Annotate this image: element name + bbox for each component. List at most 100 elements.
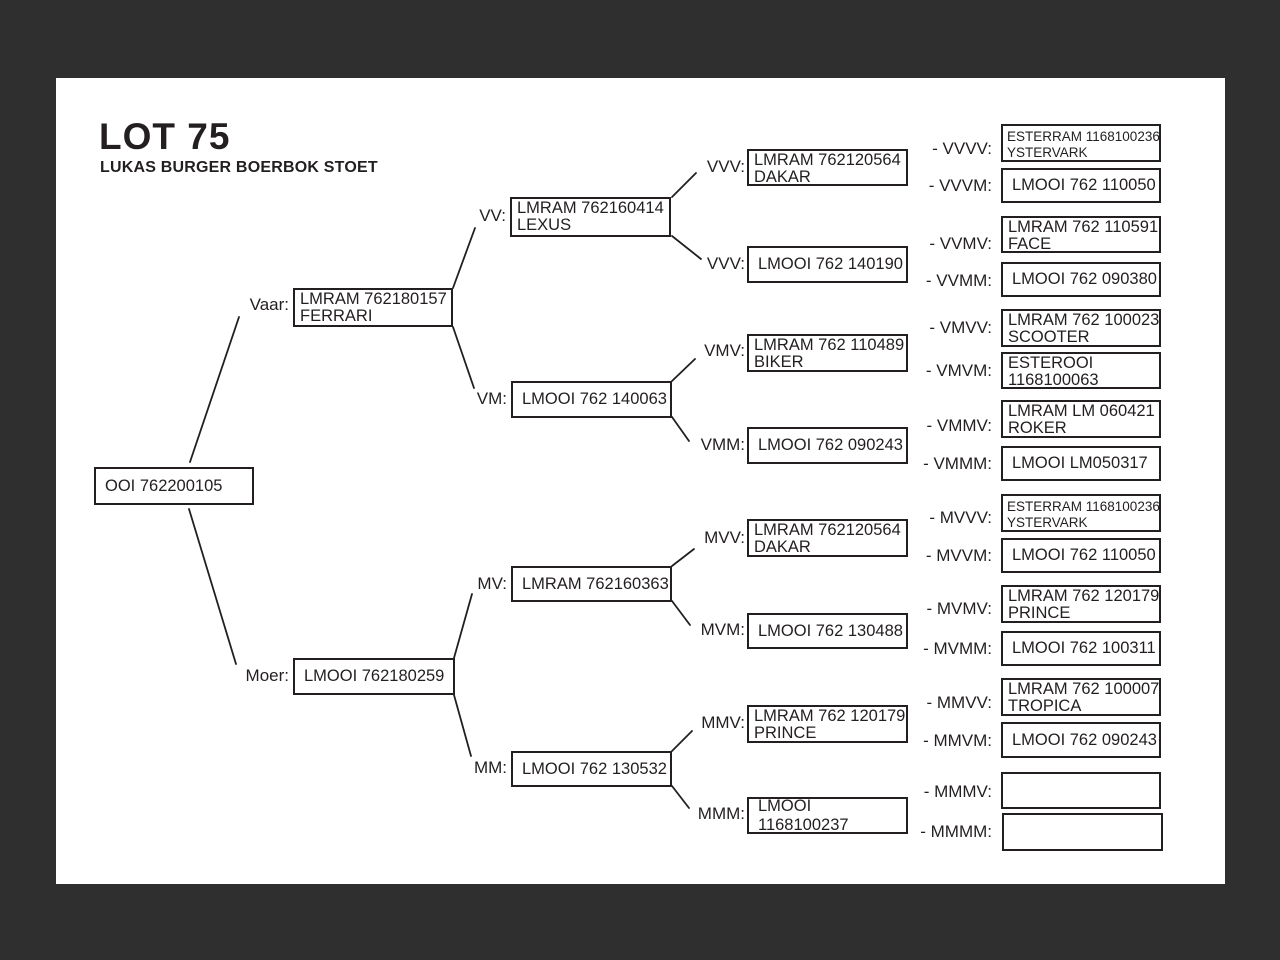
label-vmm: VMM: xyxy=(700,435,745,454)
node-mvvv-id: ESTERRAM 1168100236 xyxy=(1007,499,1160,514)
node-vmvv-id: LMRAM 762 100023 xyxy=(1008,311,1160,329)
node-vm-id: LMOOI 762 140063 xyxy=(522,390,667,408)
label-mvvv: - MVVV: xyxy=(929,508,992,527)
node-mmm-id: LMOOI 1168100237 xyxy=(758,796,849,834)
node-mvmv: LMRAM 762 120179 PRINCE xyxy=(1001,585,1161,623)
node-vmmm-id: LMOOI LM050317 xyxy=(1012,454,1148,472)
node-vmv-id: LMRAM 762 110489 xyxy=(754,336,905,354)
node-vmmv-id: LMRAM LM 060421 xyxy=(1008,402,1155,420)
node-vv-name: LEXUS xyxy=(517,216,572,234)
node-mvvv: ESTERRAM 1168100236 YSTERVARK xyxy=(1001,494,1161,532)
node-vmvv: LMRAM 762 100023 SCOOTER xyxy=(1001,309,1161,347)
node-vvv-dam: LMOOI 762 140190 xyxy=(747,246,908,283)
node-animal-id: OOI 762200105 xyxy=(105,476,223,495)
node-vmmv: LMRAM LM 060421 ROKER xyxy=(1001,400,1161,438)
label-mmvv: - MMVV: xyxy=(926,693,992,712)
label-vvmv: - VVMV: xyxy=(929,234,992,253)
node-vaar-id: LMRAM 762180157 xyxy=(300,290,447,308)
label-mvmm: - MVMM: xyxy=(923,639,992,658)
node-vmvm-name: ESTEROOI xyxy=(1008,354,1094,372)
node-mvmm-id: LMOOI 762 100311 xyxy=(1012,639,1156,657)
stud-name: LUKAS BURGER BOERBOK STOET xyxy=(100,159,378,176)
label-vv: VV: xyxy=(479,206,506,225)
node-vvv-sire-name: DAKAR xyxy=(754,168,811,186)
label-vmvm: - VMVM: xyxy=(925,361,992,380)
node-vvvv: ESTERRAM 1168100236 YSTERVARK xyxy=(1001,124,1161,162)
node-mvm: LMOOI 762 130488 xyxy=(747,613,908,649)
node-vmm: LMOOI 762 090243 xyxy=(747,427,908,464)
node-moer: LMOOI 762180259 xyxy=(293,658,455,695)
node-vvmm: LMOOI 762 090380 xyxy=(1001,262,1161,297)
node-mvv-id: LMRAM 762120564 xyxy=(754,521,901,539)
node-mvv: LMRAM 762120564 DAKAR xyxy=(747,519,908,557)
node-vv: LMRAM 762160414 LEXUS xyxy=(510,197,671,237)
node-vvmv: LMRAM 762 110591 FACE xyxy=(1001,216,1161,253)
node-mmmv-empty xyxy=(1001,772,1161,809)
node-vaar: LMRAM 762180157 FERRARI xyxy=(293,288,453,327)
node-mmv-name: PRINCE xyxy=(754,724,817,742)
label-vvmm: - VVMM: xyxy=(925,271,992,290)
label-mvv: MVV: xyxy=(704,528,745,547)
label-vmmv: - VMMV: xyxy=(926,416,992,435)
lot-title: LOT 75 xyxy=(99,116,231,157)
node-vmvm-id: 1168100063 xyxy=(1008,371,1099,389)
node-vvmm-id: LMOOI 762 090380 xyxy=(1012,270,1157,288)
node-mmvv-name: TROPICA xyxy=(1008,697,1082,715)
node-mm-id: LMOOI 762 130532 xyxy=(522,759,667,778)
label-vvvv: - VVVV: xyxy=(932,139,992,158)
label-vm: VM: xyxy=(476,389,507,408)
label-vvv-sire: VVV: xyxy=(706,157,745,176)
node-mvmm: LMOOI 762 100311 xyxy=(1001,631,1161,666)
label-vmvv: - VMVV: xyxy=(929,318,992,337)
node-vmv: LMRAM 762 110489 BIKER xyxy=(747,334,908,372)
node-vvvv-id: ESTERRAM 1168100236 xyxy=(1007,129,1160,144)
label-mm: MM: xyxy=(473,758,507,777)
label-vvvm: - VVVM: xyxy=(928,176,992,195)
node-mmvm: LMOOI 762 090243 xyxy=(1001,722,1161,758)
label-mvvm: - MVVM: xyxy=(925,546,992,565)
node-mvmv-name: PRINCE xyxy=(1008,604,1071,622)
node-mmmm-empty xyxy=(1002,813,1163,851)
node-mmm: LMOOI 1168100237 xyxy=(747,797,908,834)
node-vaar-name: FERRARI xyxy=(300,307,373,325)
node-vmm-id: LMOOI 762 090243 xyxy=(758,436,903,454)
node-mvv-name: DAKAR xyxy=(754,538,811,556)
label-mmv: MMV: xyxy=(701,713,745,732)
node-mvvv-name: YSTERVARK xyxy=(1007,515,1088,530)
node-vmmm: LMOOI LM050317 xyxy=(1001,446,1161,481)
node-vvmv-id: LMRAM 762 110591 xyxy=(1008,218,1159,236)
label-mvmv: - MVMV: xyxy=(926,599,992,618)
node-mvvm: LMOOI 762 110050 xyxy=(1001,538,1161,573)
node-vmmv-name: ROKER xyxy=(1008,419,1067,437)
label-mv: MV: xyxy=(477,574,507,593)
node-mv-id: LMRAM 762160363 xyxy=(522,574,669,593)
node-vv-id: LMRAM 762160414 xyxy=(517,199,664,217)
label-mvm: MVM: xyxy=(700,620,745,639)
node-mmvv: LMRAM 762 100007 TROPICA xyxy=(1001,678,1161,716)
node-vmvv-name: SCOOTER xyxy=(1008,328,1090,346)
node-mmv: LMRAM 762 120179 PRINCE xyxy=(747,705,908,743)
node-mmvm-id: LMOOI 762 090243 xyxy=(1012,730,1157,749)
label-mmm: MMM: xyxy=(697,804,745,823)
node-vvvm: LMOOI 762 110050 xyxy=(1001,168,1161,203)
node-mmvv-id: LMRAM 762 100007 xyxy=(1008,680,1160,698)
node-vvvm-id: LMOOI 762 110050 xyxy=(1012,176,1156,194)
node-vvv-sire: LMRAM 762120564 DAKAR xyxy=(747,149,908,186)
label-vaar: Vaar: xyxy=(249,295,289,314)
label-vvv-dam: VVV: xyxy=(706,254,745,273)
node-mv: LMRAM 762160363 xyxy=(511,566,672,602)
node-vvv-sire-id: LMRAM 762120564 xyxy=(754,151,901,169)
label-vmv: VMV: xyxy=(704,341,745,360)
node-mmv-id: LMRAM 762 120179 xyxy=(754,707,906,725)
node-vvmv-name: FACE xyxy=(1008,235,1052,253)
node-vm: LMOOI 762 140063 xyxy=(511,381,672,418)
label-mmvm: - MMVM: xyxy=(923,731,992,750)
node-mm: LMOOI 762 130532 xyxy=(511,751,672,787)
node-vvvv-name: YSTERVARK xyxy=(1007,145,1088,160)
label-vmmm: - VMMM: xyxy=(923,454,992,473)
label-mmmm: - MMMM: xyxy=(920,822,992,841)
label-mmmv: - MMMV: xyxy=(923,782,992,801)
node-vmvm: ESTEROOI 1168100063 xyxy=(1001,352,1161,389)
node-animal: OOI 762200105 xyxy=(94,467,254,505)
